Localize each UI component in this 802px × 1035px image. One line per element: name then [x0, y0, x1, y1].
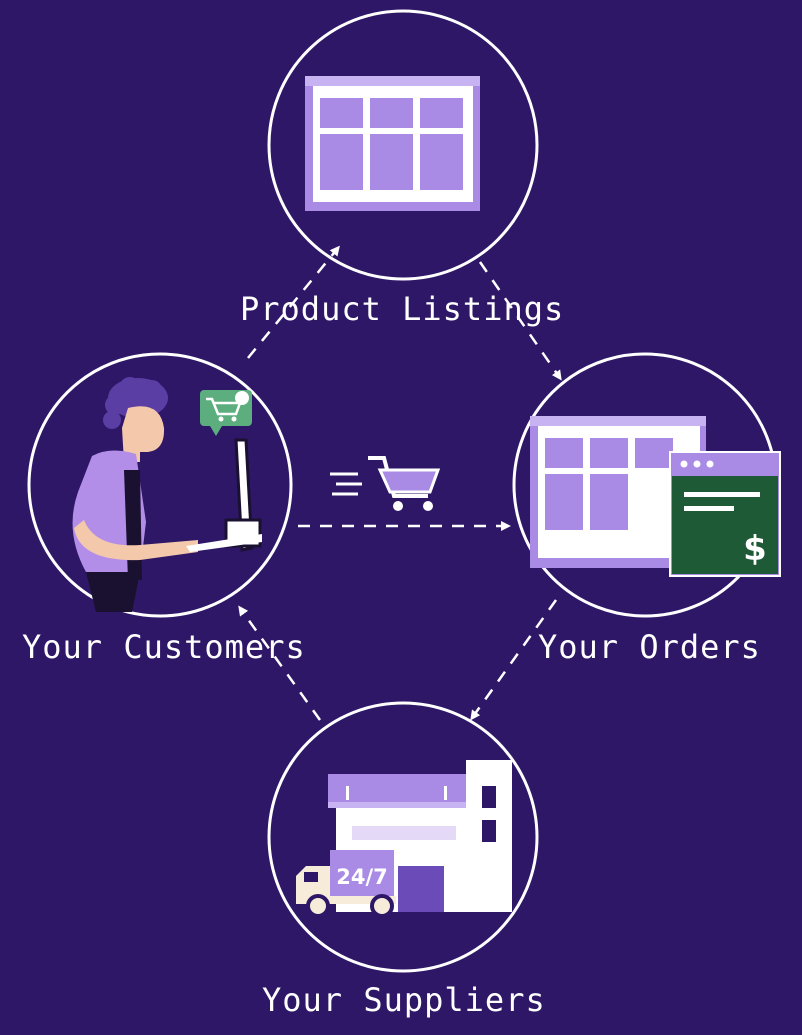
availability-badge: 24/7: [336, 865, 388, 889]
your-customers-label: Your Customers: [22, 628, 306, 666]
product-listings-label: Product Listings: [240, 290, 565, 328]
currency-symbol: $: [743, 529, 767, 569]
product-listings-circle: [267, 9, 539, 281]
flow-arrow-orders-to-suppliers: [470, 599, 558, 721]
flow-arrow-suppliers-to-customers: [238, 605, 322, 721]
your-suppliers-circle: [267, 701, 539, 973]
your-customers-circle: [27, 352, 293, 618]
product-grid-icon: [305, 76, 480, 211]
shopping-cart-icon: [330, 456, 441, 511]
flow-arrow-listings-to-orders: [478, 261, 562, 381]
your-orders-label: Your Orders: [538, 628, 761, 666]
warehouse-truck-icon: 24/7: [296, 760, 512, 918]
your-suppliers-label: Your Suppliers: [262, 981, 546, 1019]
customer-at-computer-icon: [72, 377, 262, 612]
order-invoice-icon: $: [530, 416, 781, 577]
flow-arrow-customers-to-listings: [247, 245, 340, 359]
